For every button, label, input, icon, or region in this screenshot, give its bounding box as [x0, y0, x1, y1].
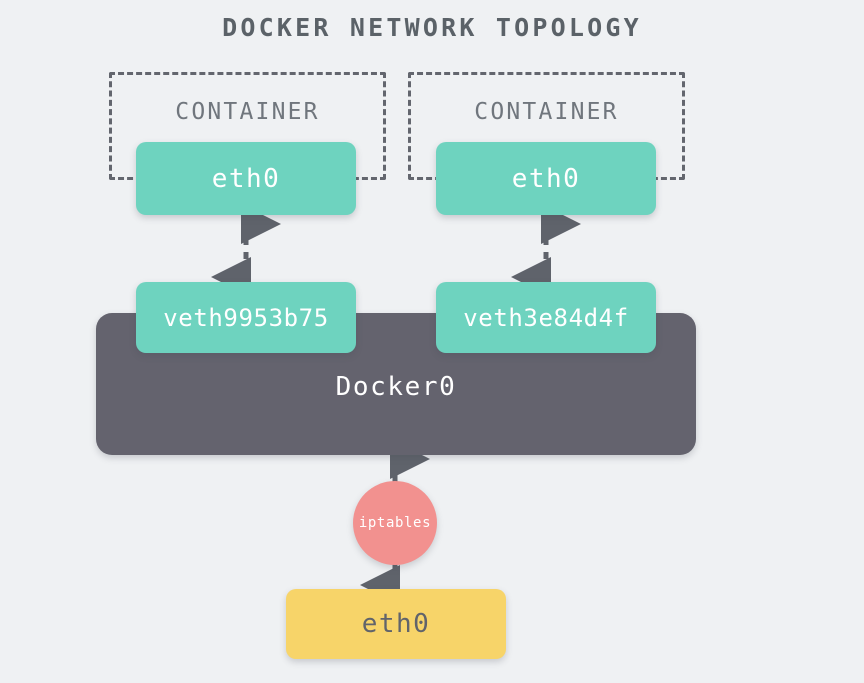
docker0-bridge-label: Docker0 — [335, 372, 457, 402]
host-eth0-node[interactable]: eth0 — [286, 589, 506, 659]
veth-node-2[interactable]: veth3e84d4f — [436, 282, 656, 353]
container-label: CONTAINER — [474, 99, 619, 125]
container-eth0-label: eth0 — [511, 163, 581, 194]
iptables-label: iptables — [358, 515, 432, 531]
veth-node-label: veth3e84d4f — [463, 303, 629, 332]
page-title: DOCKER NETWORK TOPOLOGY — [222, 13, 642, 42]
iptables-node[interactable]: iptables — [353, 481, 437, 565]
container-eth0-2[interactable]: eth0 — [436, 142, 656, 215]
container-label: CONTAINER — [175, 99, 320, 125]
container-eth0-label: eth0 — [211, 163, 281, 194]
veth-node-1[interactable]: veth9953b75 — [136, 282, 356, 353]
host-eth0-label: eth0 — [361, 609, 431, 639]
veth-node-label: veth9953b75 — [163, 303, 329, 332]
container-eth0-1[interactable]: eth0 — [136, 142, 356, 215]
